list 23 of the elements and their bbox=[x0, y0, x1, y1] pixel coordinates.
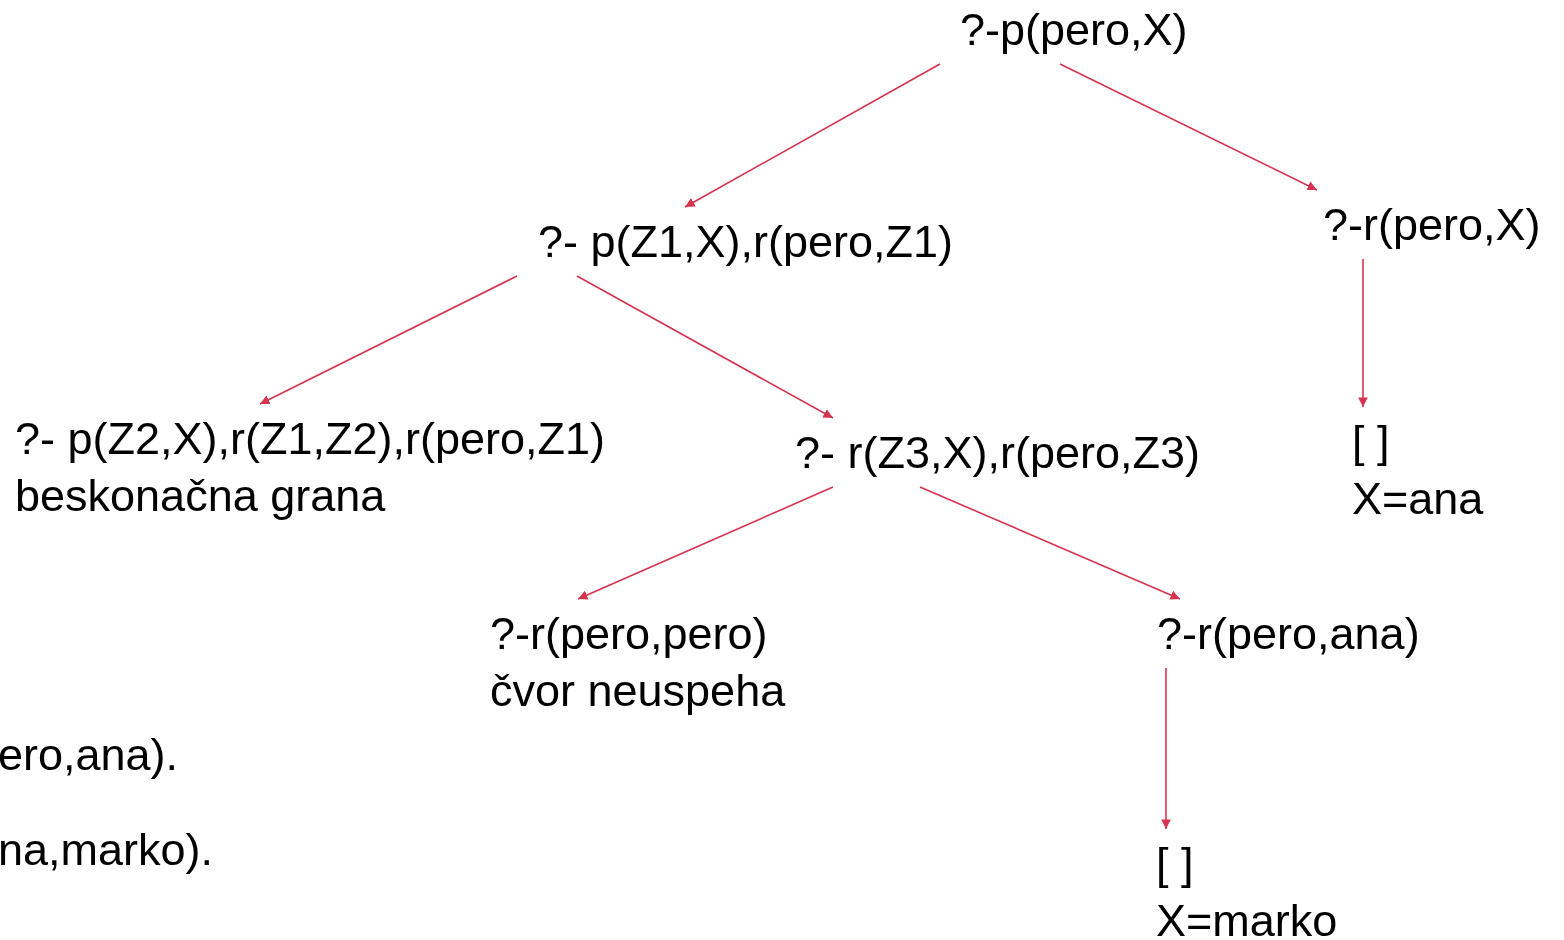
query-text: ?-r(pero,ana) bbox=[1157, 607, 1420, 661]
query-text: [ ] bbox=[1156, 837, 1195, 891]
arrow bbox=[684, 63, 941, 208]
arrow bbox=[259, 275, 518, 405]
result-text: X=ana bbox=[1352, 472, 1484, 526]
query-text: [ ] bbox=[1352, 415, 1391, 469]
arrow bbox=[919, 486, 1181, 600]
query-text: ?- p(Z2,X),r(Z1,Z2),r(pero,Z1) bbox=[15, 412, 606, 466]
result-text: beskonačna grana bbox=[15, 469, 387, 523]
query-text: ?- p(Z1,X),r(pero,Z1) bbox=[538, 215, 954, 269]
result-text: čvor neuspeha bbox=[490, 664, 786, 718]
code-line: ero,ana). bbox=[0, 728, 179, 782]
query-text: ?-r(pero,X) bbox=[1323, 198, 1541, 252]
arrow bbox=[1358, 258, 1368, 408]
arrow bbox=[1161, 667, 1171, 830]
query-text: ?-p(pero,X) bbox=[960, 3, 1188, 57]
arrow bbox=[576, 275, 834, 419]
result-text: X=marko bbox=[1156, 894, 1338, 940]
query-text: ?- r(Z3,X),r(pero,Z3) bbox=[795, 426, 1201, 480]
arrow bbox=[577, 486, 834, 600]
code-line: na,marko). bbox=[0, 823, 214, 877]
query-text: ?-r(pero,pero) bbox=[490, 607, 769, 661]
arrow bbox=[1059, 63, 1318, 191]
